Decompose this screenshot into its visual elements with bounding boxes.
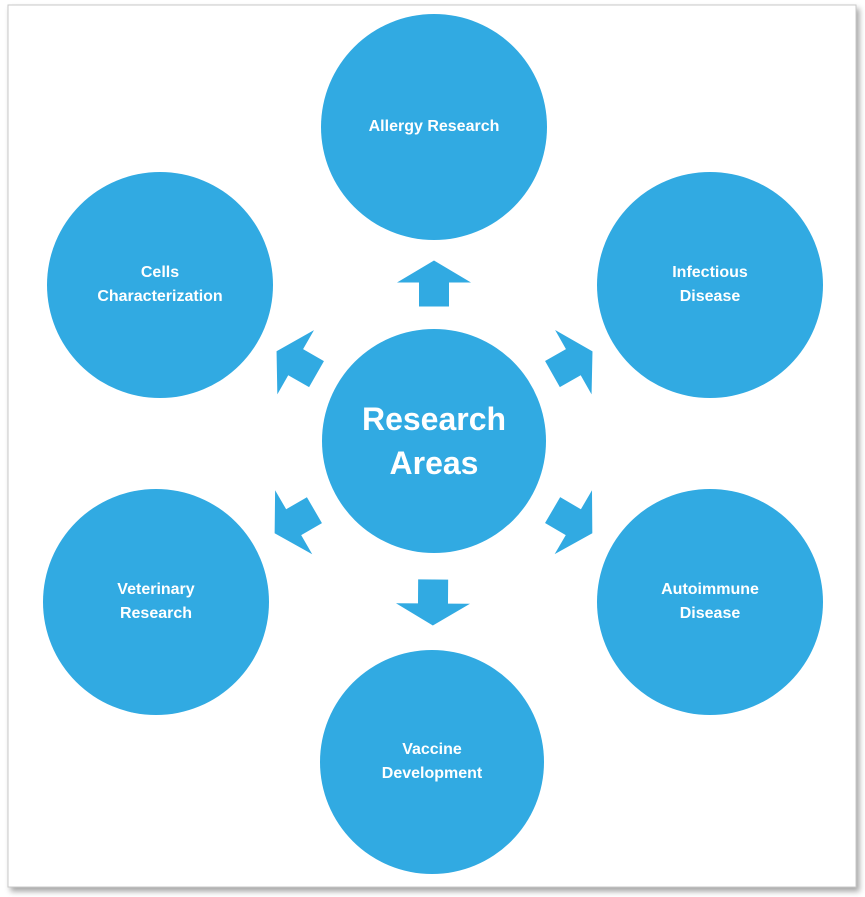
arrow-to-infectious [545, 330, 593, 395]
arrow-to-allergy [397, 260, 471, 307]
arrow-to-autoimmune [545, 490, 593, 555]
arrow-to-vaccine [395, 579, 470, 626]
circles-layer [43, 14, 823, 874]
circle-infectious [597, 172, 823, 398]
center-label: Research Areas [361, 401, 507, 481]
arrow-to-veterinary [274, 490, 322, 555]
circle-allergy [321, 14, 547, 240]
circle-cells [47, 172, 273, 398]
circle-veterinary [43, 489, 269, 715]
circle-vaccine [320, 650, 544, 874]
arrows-layer [274, 260, 593, 626]
circle-autoimmune [597, 489, 823, 715]
arrow-to-cells [276, 330, 324, 395]
center-circle [322, 329, 546, 553]
